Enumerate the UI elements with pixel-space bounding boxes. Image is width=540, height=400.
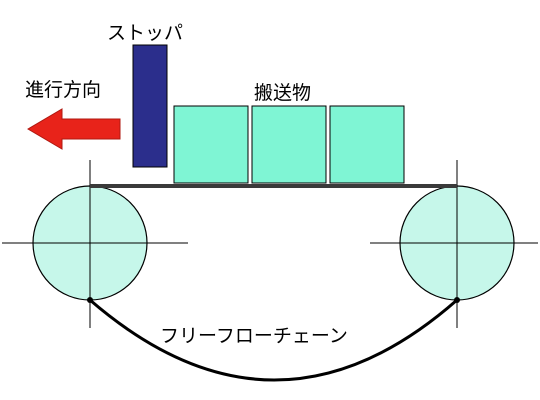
chain-right-end [454,297,460,303]
conveyed-object-label: 搬送物 [254,82,311,104]
chain-left-end [87,297,93,303]
chain-label: フリーフローチェーン [160,325,348,347]
conveyed-object-3 [329,105,405,184]
conveyed-object-1 [173,105,249,184]
stopper-label: ストッパ [107,22,183,44]
left-arrow-icon [27,108,121,150]
direction-label: 進行方向 [25,79,101,101]
conveyed-object-2 [251,105,327,184]
chain-return-curve [89,298,458,382]
stopper [132,44,168,168]
